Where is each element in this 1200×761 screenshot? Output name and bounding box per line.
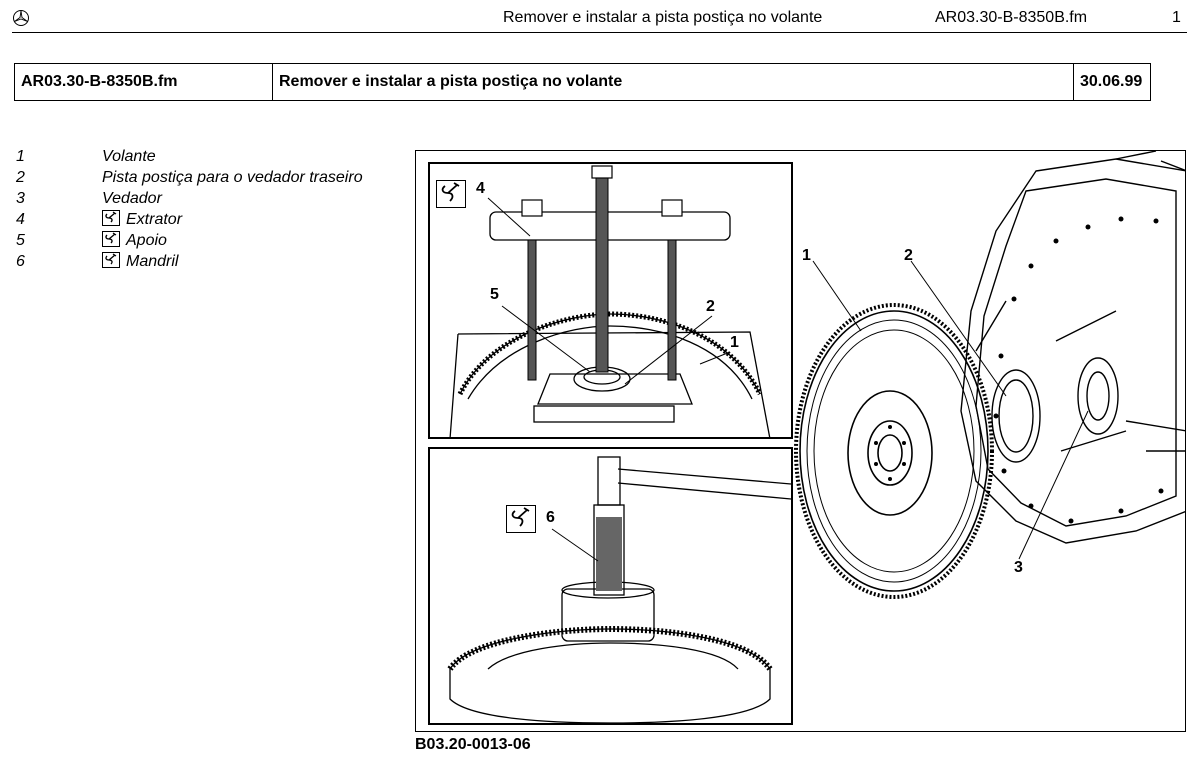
inset-leader-lines	[551, 528, 599, 562]
legend-number: 3	[16, 190, 25, 207]
legend-text: Pista postiça para o vedador traseiro	[102, 169, 363, 186]
legend-text: Volante	[102, 148, 156, 165]
callout-3: 3	[1014, 559, 1023, 576]
legend-text: Vedador	[102, 190, 162, 207]
header-divider	[12, 32, 1187, 33]
callout-5: 5	[490, 286, 499, 303]
callout-4: 4	[476, 180, 485, 197]
inset-leader-lines	[487, 197, 731, 385]
document-info-table: AR03.30-B-8350B.fm Remover e instalar a …	[14, 63, 1151, 101]
doc-date-cell: 30.06.99	[1073, 63, 1151, 101]
tool-icon	[102, 231, 120, 247]
star-logo-icon	[13, 10, 29, 26]
doc-title-cell: Remover e instalar a pista postiça no vo…	[272, 63, 1074, 101]
callout-6: 6	[546, 509, 555, 526]
header-file-name: AR03.30-B-8350B.fm	[935, 9, 1088, 26]
flywheel-housing-drawing	[794, 151, 1185, 599]
legend-text: Extrator	[126, 211, 183, 228]
header-title: Remover e instalar a pista postiça no vo…	[503, 9, 823, 26]
legend-number: 5	[16, 232, 25, 249]
tool-icon	[436, 180, 466, 208]
legend-text: Apoio	[126, 232, 167, 249]
header-page-number: 1	[1172, 9, 1181, 26]
callout-2: 2	[904, 247, 913, 264]
table-row: AR03.30-B-8350B.fm Remover e instalar a …	[14, 63, 1151, 101]
legend-number: 4	[16, 211, 25, 228]
figure-caption: B03.20-0013-06	[415, 736, 531, 753]
callout-1: 1	[802, 247, 811, 264]
legend-text: Mandril	[126, 253, 179, 270]
tool-icon	[102, 210, 120, 226]
legend-number: 6	[16, 253, 25, 270]
mandril-inset: 6	[428, 447, 793, 725]
mandril-drawing	[447, 456, 791, 723]
callout-1-inset: 1	[730, 334, 739, 351]
legend-number: 1	[16, 148, 25, 165]
tool-icon	[506, 505, 536, 533]
callout-2-inset: 2	[706, 298, 715, 315]
puller-drawing	[449, 165, 771, 437]
technical-illustration: 1 2 3	[415, 150, 1186, 732]
doc-file-cell: AR03.30-B-8350B.fm	[14, 63, 273, 101]
legend-number: 2	[16, 169, 25, 186]
tool-icon	[102, 252, 120, 268]
brand-logo	[12, 9, 30, 32]
puller-inset: 4 5 2 1	[428, 162, 793, 439]
